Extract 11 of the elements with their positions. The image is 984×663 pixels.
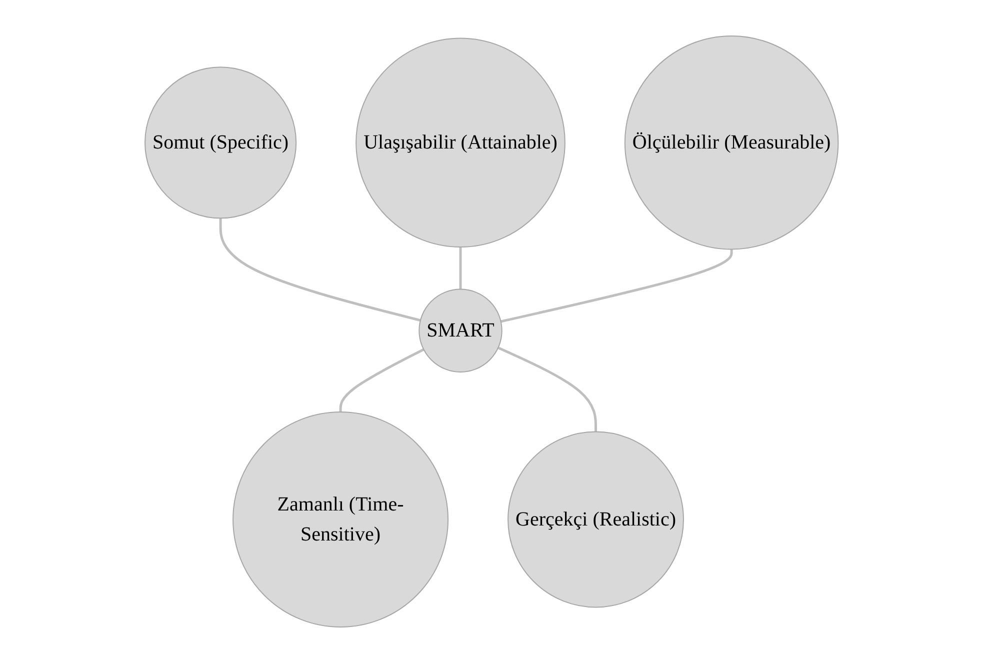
connector [460, 247, 462, 290]
node-circle: Somut (Specific) [144, 66, 297, 219]
connector [500, 249, 734, 323]
connector [340, 348, 425, 412]
connector [498, 346, 598, 432]
node-circle: SMART [419, 288, 503, 372]
connector [220, 218, 422, 322]
node-circle: Ulaşışabilir (Attainable) [356, 38, 566, 248]
node-circle: Ölçülebilir (Measurable) [624, 36, 840, 250]
node-circle: Zamanlı (Time-Sensitive) [232, 411, 449, 628]
node-circle: Gerçekçi (Realistic) [508, 431, 684, 608]
